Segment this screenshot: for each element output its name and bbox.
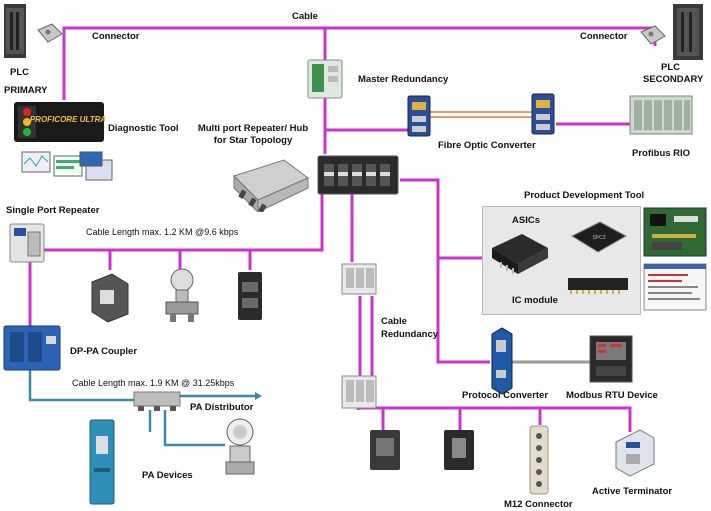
fibre-lines (430, 111, 533, 118)
fibre-converter-right-icon (531, 93, 555, 135)
redundancy-module-bottom-icon (341, 375, 377, 409)
label-fibre-optic-converter: Fibre Optic Converter (438, 140, 536, 151)
cable-top-trunk (62, 26, 657, 48)
label-pa-distributor: PA Distributor (190, 402, 254, 413)
cable-hub-left-bus (30, 190, 324, 252)
plc-secondary-icon (640, 4, 703, 60)
modbus-rtu-device-icon (589, 335, 633, 383)
redundancy-module-top-icon (341, 263, 377, 295)
pa-cables (28, 370, 255, 447)
slave-device-b2-icon (444, 430, 474, 470)
asic-chip-icon: SPC3 (570, 221, 628, 253)
label-plc-primary-2: PRIMARY (4, 85, 48, 96)
fibre-converter-left-icon (407, 95, 431, 137)
label-cable-redundancy-2: Redundancy (381, 329, 439, 340)
label-repeater-hub-2: for Star Topology (213, 135, 293, 146)
pressure-transmitter-icon (165, 268, 199, 322)
label-modbus-rtu-device: Modbus RTU Device (566, 390, 658, 401)
label-plc-secondary-2: SECONDARY (643, 74, 704, 85)
label-single-port-repeater: Single Port Repeater (6, 205, 100, 216)
pa-distributor-icon (133, 391, 181, 411)
cable-bottom-bus (356, 406, 632, 432)
label-protocol-converter: Protocol Converter (462, 390, 549, 401)
label-pa-devices: PA Devices (142, 470, 193, 481)
pa-device-2-icon (225, 418, 255, 475)
slave-device-b1-icon (370, 430, 400, 470)
cable-pa-dev2 (163, 410, 225, 447)
label-m12-connector: M12 Connector (504, 499, 573, 510)
slave-device-3-icon (238, 272, 262, 320)
label-cable-length-2: Cable Length max. 1.9 KM @ 31.25kbps (72, 378, 235, 388)
label-asics: ASICs (512, 215, 540, 226)
label-plc-secondary-1: PLC (661, 62, 680, 73)
label-active-terminator: Active Terminator (592, 486, 673, 497)
single-port-repeater-icon (9, 223, 45, 263)
master-redundancy-icon (307, 59, 343, 99)
label-profibus-rio: Profibus RIO (632, 148, 691, 159)
label-cable-redundancy-1: Cable (381, 316, 407, 327)
asic-board-icon (492, 234, 548, 274)
label-connector-right: Connector (580, 31, 628, 42)
svg-text:SPC3: SPC3 (592, 235, 605, 241)
star-hub-icon (317, 155, 399, 195)
label-connector-left: Connector (92, 31, 140, 42)
dev-software-screen-icon (643, 263, 707, 311)
dev-board-icon (643, 207, 707, 257)
label-ic-module: IC module (512, 295, 558, 306)
diagnostic-screens-icon (21, 151, 113, 181)
active-terminator-icon (615, 429, 655, 477)
protocol-converter-icon (491, 327, 513, 395)
label-master-redundancy: Master Redundancy (358, 74, 449, 85)
label-plc-primary-1: PLC (10, 67, 29, 78)
cable-hub-right (400, 178, 490, 364)
profibus-rio-icon (629, 95, 693, 135)
diagnostic-tool-icon: PROFICORE ULTRA (14, 102, 107, 142)
slave-device-1-icon (91, 273, 129, 323)
label-cable-length-1: Cable Length max. 1.2 KM @9.6 kbps (86, 227, 239, 237)
pa-arrow-head (255, 392, 262, 400)
multi-port-repeater-icon (233, 159, 309, 212)
ic-module-icon (568, 278, 628, 294)
dp-pa-coupler-icon (3, 325, 61, 371)
label-dp-pa-coupler: DP-PA Coupler (70, 346, 138, 357)
cable-coupler-pa (28, 370, 140, 402)
label-repeater-hub-1: Multi port Repeater/ Hub (197, 123, 309, 134)
pa-device-1-icon (89, 419, 115, 505)
m12-connector-icon (529, 425, 549, 495)
label-cable-top: Cable (292, 11, 318, 22)
plc-primary-icon (4, 4, 63, 58)
label-product-development-tool: Product Development Tool (524, 190, 645, 201)
label-diagnostic-tool: Diagnostic Tool (108, 123, 179, 134)
device-logo-text: PROFICORE ULTRA (30, 115, 107, 124)
